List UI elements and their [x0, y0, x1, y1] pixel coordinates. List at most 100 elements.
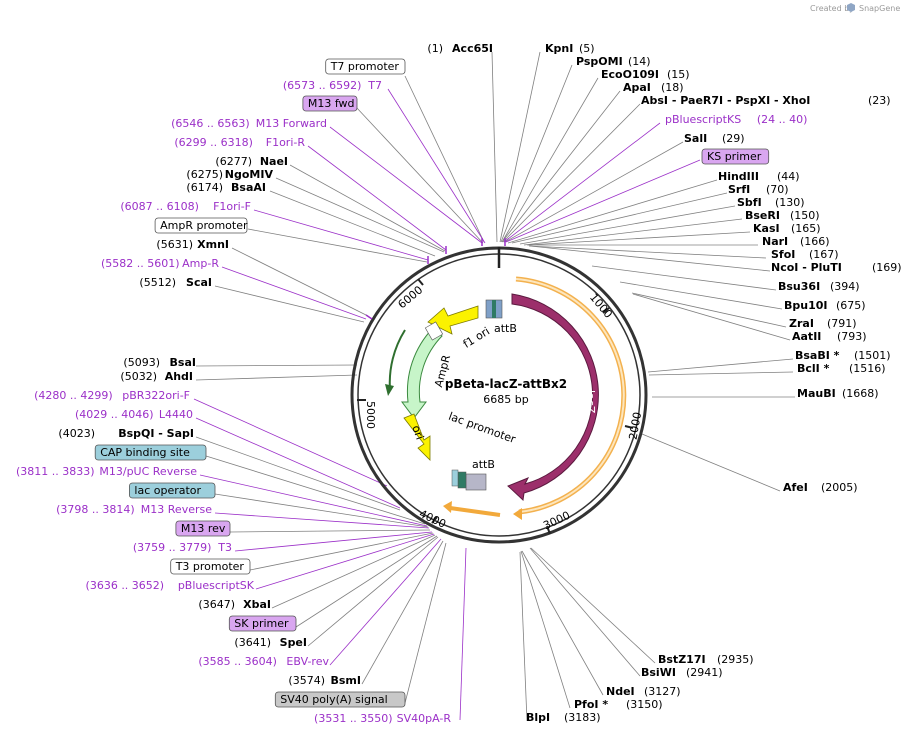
enzyme-position: (5): [579, 42, 595, 55]
enzyme-name: PspOMI: [576, 55, 623, 68]
enzyme-name: BsaBI *: [795, 349, 840, 362]
feature-label-box: [325, 58, 406, 75]
enzyme-name: BsaAI: [231, 181, 266, 194]
feature-label-text: M13 fwd: [308, 97, 355, 110]
feature-label-box: [170, 558, 251, 575]
right-label-column: KpnI(5)PspOMI(14)EcoO109I(15)ApaI(18)Abs…: [526, 42, 902, 724]
primer-label: T3: [217, 541, 232, 554]
feature-label-text: SV40 poly(A) signal: [280, 693, 387, 706]
ori-label: ori: [409, 424, 426, 442]
enzyme-position: (5032): [120, 370, 157, 383]
enzyme-name: BsiWI: [641, 666, 676, 679]
primer-label: M13 Forward: [256, 117, 327, 130]
enzyme-position: (3647): [198, 598, 235, 611]
enzyme-position: (18): [661, 81, 684, 94]
primer-label: F1ori-R: [266, 136, 306, 149]
enzyme-name: SalI: [684, 132, 707, 145]
enzyme-position: (2941): [686, 666, 723, 679]
enzyme-name: Bpu10I: [784, 299, 828, 312]
credit-brand: SnapGene: [859, 4, 900, 13]
enzyme-position: (23): [868, 94, 891, 107]
feature-label-text: AmpR promoter: [160, 219, 248, 232]
enzyme-position: (2935): [717, 653, 754, 666]
ampr-outer-arrowhead: [385, 384, 394, 396]
primer-range: (6573 .. 6592): [283, 79, 362, 92]
enzyme-position: (5631): [156, 238, 193, 251]
enzyme-position: (70): [766, 183, 789, 196]
snapgene-logo-icon: [847, 3, 855, 12]
primer-range: (3585 .. 3604): [198, 655, 277, 668]
orange-feature-arc-inner: [515, 278, 625, 513]
ring-ticks: [357, 278, 634, 535]
attb-bottom-feature: [465, 473, 487, 491]
enzyme-position: (167): [809, 248, 839, 261]
enzyme-position: (150): [790, 209, 820, 222]
primer-range: (6299 .. 6318): [174, 136, 253, 149]
enzyme-position: (6277): [215, 155, 252, 168]
enzyme-position: (6174): [186, 181, 223, 194]
enzyme-position: (793): [837, 330, 867, 343]
primer-label: EBV-rev: [286, 655, 329, 668]
attb-top-inner: [492, 300, 496, 318]
primer-label: M13 Reverse: [141, 503, 212, 516]
plasmid-name: pBeta-lacZ-attBx2: [445, 377, 567, 391]
primer-range: (5582 .. 5601): [101, 257, 180, 270]
primer-label: Amp-R: [182, 257, 219, 270]
orange-arrowhead: [513, 508, 522, 520]
enzyme-position: (44): [777, 170, 800, 183]
primer-label: pBluescriptKS: [665, 113, 741, 126]
enzyme-name: SfoI: [771, 248, 795, 261]
enzyme-name: SbfI: [737, 196, 762, 209]
feature-label-text: KS primer: [707, 150, 762, 163]
f1ori-label: f1 ori: [461, 325, 492, 351]
primer-label: M13/pUC Reverse: [99, 465, 197, 478]
attb-bottom-label: attB: [472, 458, 495, 471]
enzyme-position: (1): [427, 42, 443, 55]
tick-label-2000: 2000: [626, 411, 644, 441]
feature-label-box: [701, 148, 770, 165]
enzyme-name: NcoI - PluTI: [771, 261, 842, 274]
lacz-label: lacZ: [584, 390, 597, 414]
enzyme-name: BsmI: [331, 674, 362, 687]
credit-prefix: Created by: [810, 4, 854, 13]
feature-label-text: CAP binding site: [100, 446, 190, 459]
enzyme-name: ZraI: [789, 317, 814, 330]
feature-label-box: [128, 482, 216, 499]
primer-range: (3811 .. 3833): [16, 465, 95, 478]
enzyme-position: (675): [836, 299, 866, 312]
primer-range: (3759 .. 3779): [133, 541, 212, 554]
feature-label-text: T7 promoter: [330, 60, 400, 73]
primer-label: SV40pA-R: [397, 712, 452, 725]
enzyme-name: KpnI: [545, 42, 573, 55]
enzyme-position: (130): [775, 196, 805, 209]
enzyme-position: (14): [628, 55, 651, 68]
enzyme-position: (29): [722, 132, 745, 145]
enzyme-name: XbaI: [243, 598, 271, 611]
enzyme-name: NdeI: [606, 685, 635, 698]
ampr-outer-arc: [388, 329, 406, 391]
enzyme-name: NaeI: [260, 155, 288, 168]
enzyme-name: BspQI - SapI: [118, 427, 194, 440]
primer-range: (4029 .. 4046): [75, 408, 154, 421]
enzyme-position: (6275): [186, 168, 223, 181]
primer-label: F1ori-F: [213, 200, 251, 213]
feature-label-box: [175, 520, 231, 537]
enzyme-name: ApaI: [623, 81, 651, 94]
enzyme-name: AbsI - PaeR7I - PspXI - XhoI: [641, 94, 810, 107]
enzyme-position: (2005): [821, 481, 858, 494]
enzyme-name: AatII: [792, 330, 821, 343]
enzyme-position: (394): [830, 280, 860, 293]
primer-range: (24 .. 40): [757, 113, 808, 126]
enzyme-position: (3574): [288, 674, 325, 687]
feature-label-text: M13 rev: [181, 522, 226, 535]
enzyme-name: Acc65I: [452, 42, 493, 55]
enzyme-name: BsaI: [170, 356, 196, 369]
enzyme-name: PfoI *: [574, 698, 608, 711]
enzyme-position: (15): [667, 68, 690, 81]
enzyme-name: MauBI: [797, 387, 836, 400]
enzyme-position: (1668): [842, 387, 879, 400]
feature-label-box: [274, 691, 406, 708]
leader-lines: [193, 51, 795, 722]
enzyme-name: XmnI: [197, 238, 229, 251]
